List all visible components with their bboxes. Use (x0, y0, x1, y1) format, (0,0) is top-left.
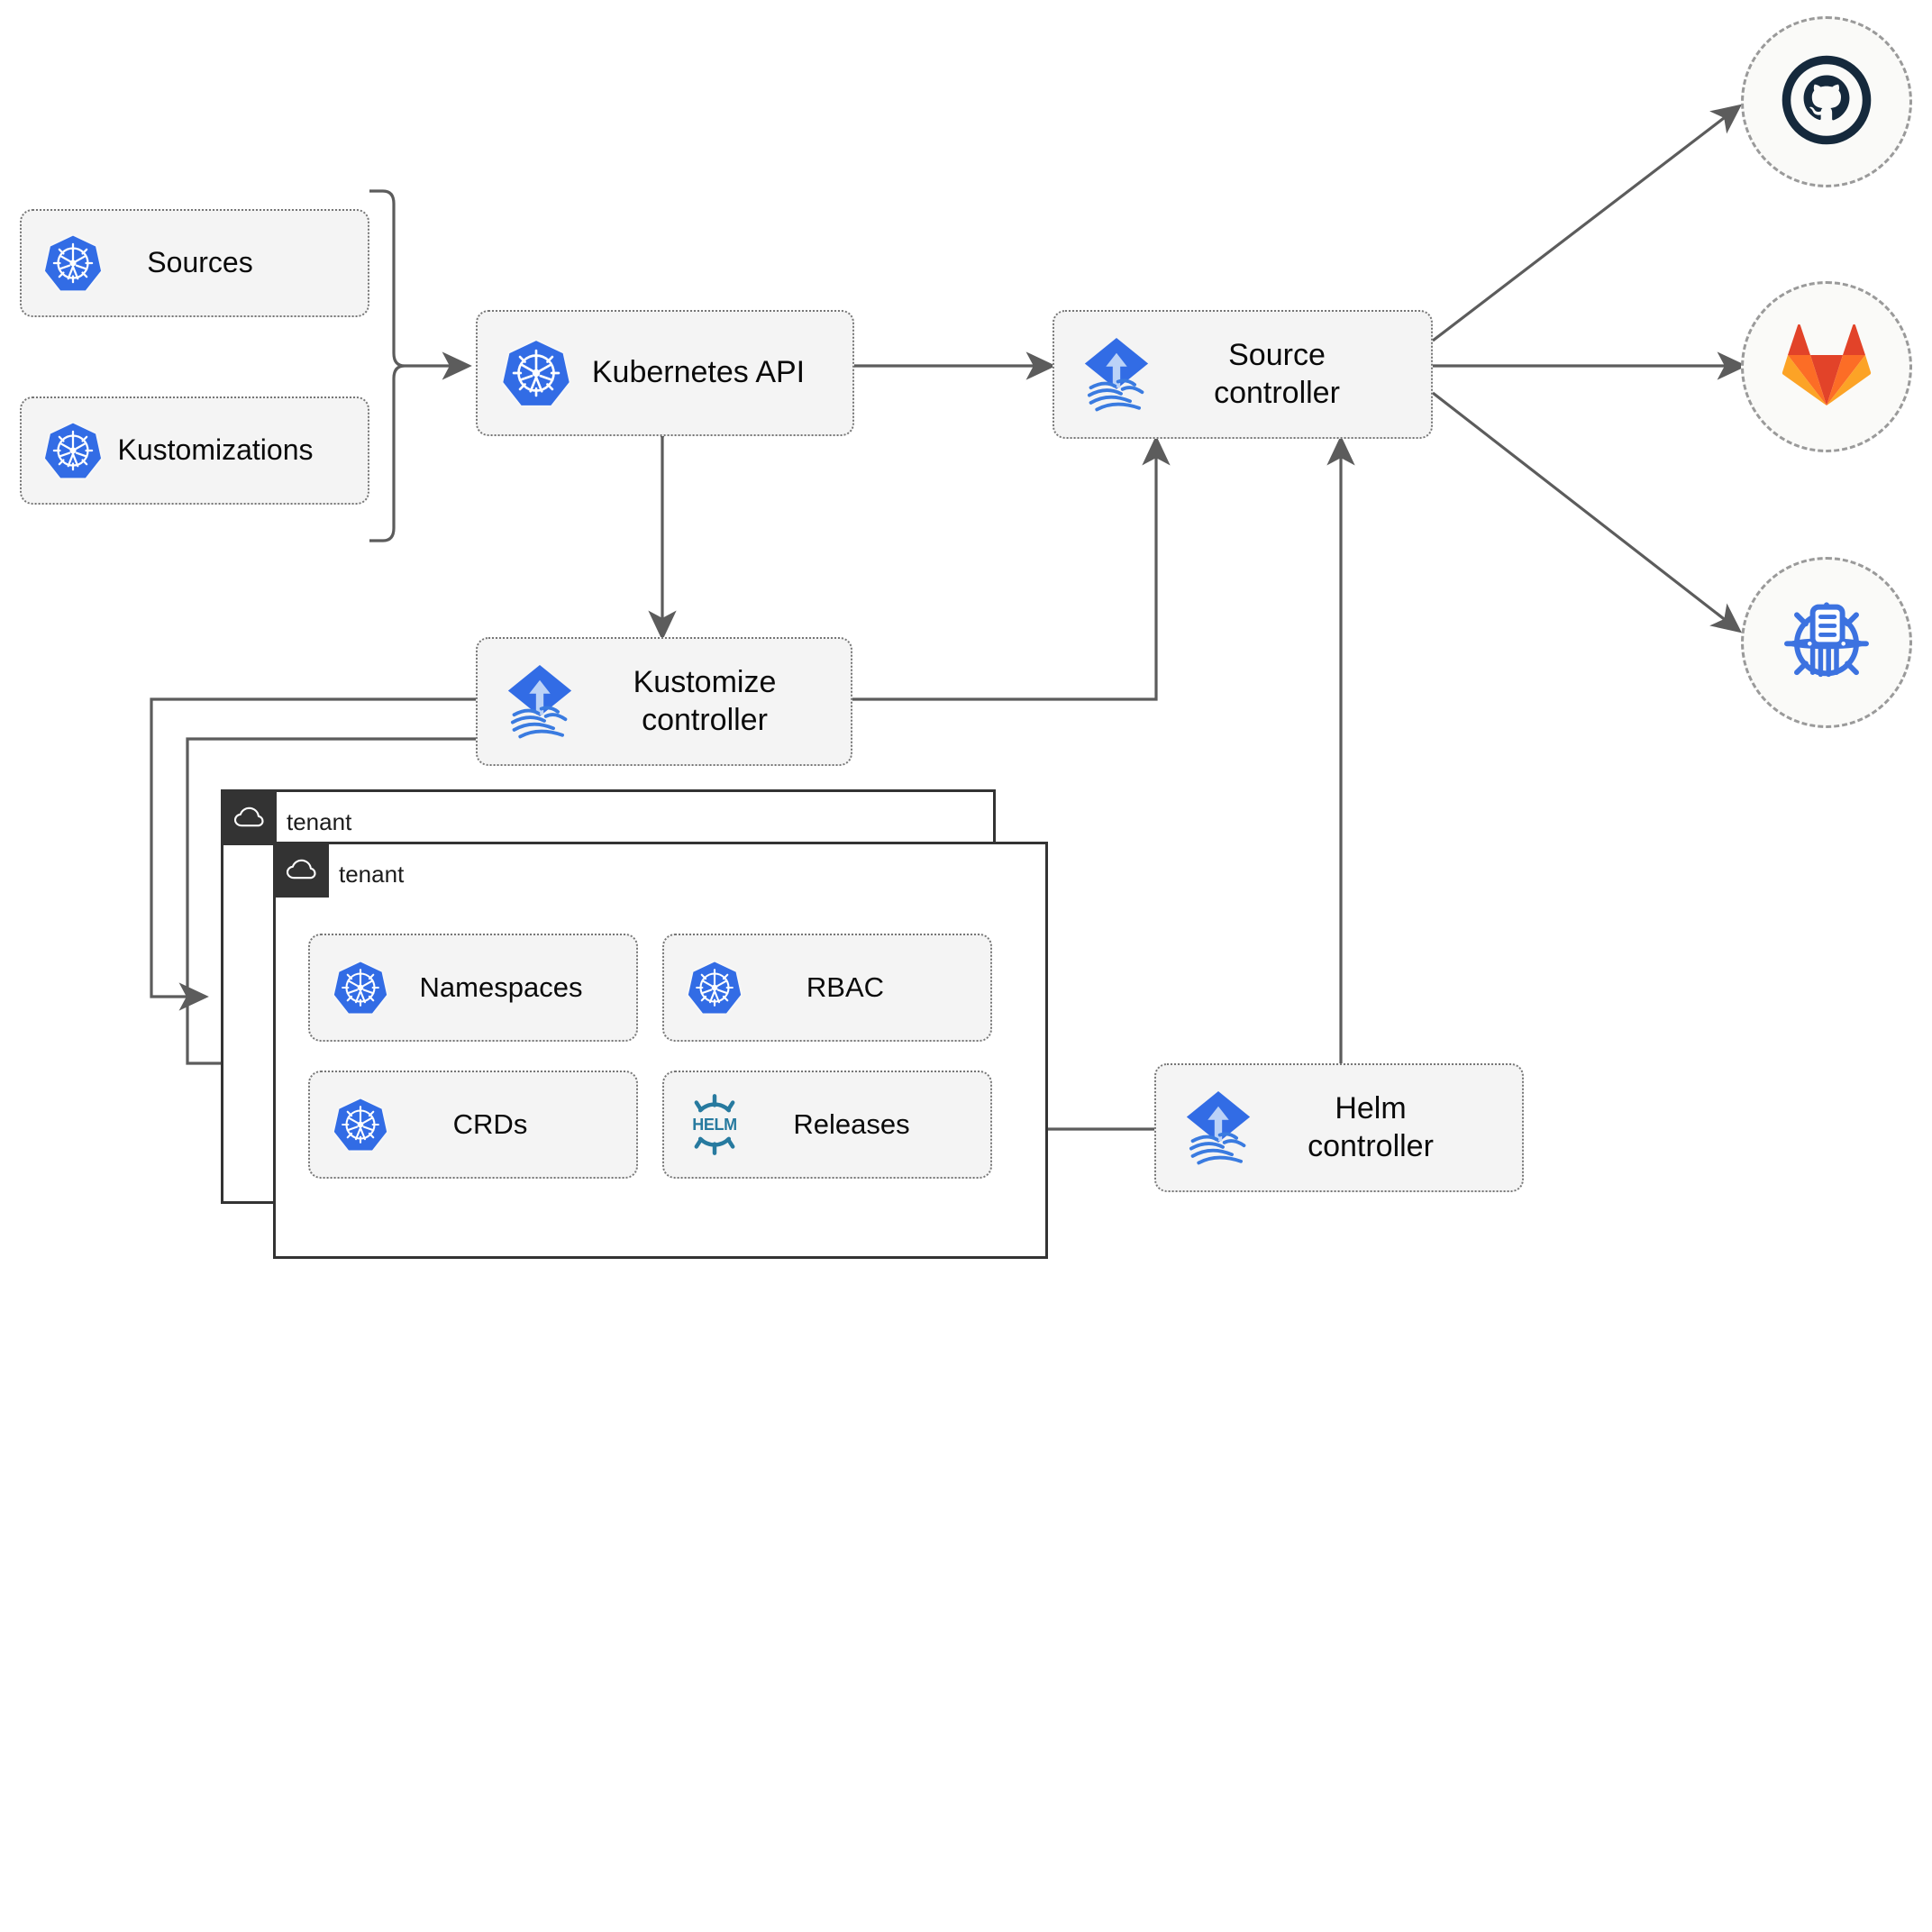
kubernetes-icon (677, 960, 752, 1016)
node-kubernetes-api[interactable]: Kubernetes API (476, 310, 854, 436)
tenant-label-front: tenant (339, 861, 405, 888)
node-label: Releases (793, 1108, 910, 1141)
node-label: RBAC (806, 971, 885, 1004)
node-label: Sources (147, 246, 253, 279)
kubernetes-icon (323, 960, 398, 1016)
node-source-controller[interactable]: Source controller (1053, 310, 1433, 439)
helm-icon: HELM (677, 1092, 752, 1157)
flux-icon (1171, 1087, 1266, 1170)
kubernetes-icon (323, 1097, 398, 1153)
node-label: Helm controller (1308, 1091, 1434, 1163)
edge-source-github (1432, 104, 1743, 342)
node-label: Kustomizations (117, 433, 314, 467)
kubernetes-icon (34, 233, 112, 293)
tenant-label-back: tenant (287, 808, 352, 835)
tenant-tab-front (273, 842, 329, 898)
ext-gitlab[interactable] (1741, 281, 1912, 452)
github-icon (1779, 52, 1874, 152)
kubernetes-icon (34, 421, 112, 480)
node-label: CRDs (452, 1108, 528, 1141)
node-kustomizations[interactable]: Kustomizations (20, 396, 369, 505)
tenant-tab-back (221, 789, 277, 845)
node-releases[interactable]: HELM Releases (662, 1071, 992, 1179)
svg-text:HELM: HELM (692, 1116, 737, 1134)
ext-github[interactable] (1741, 16, 1912, 187)
edge-kustomize-source (852, 435, 1171, 701)
cloud-icon (221, 807, 277, 828)
node-namespaces[interactable]: Namespaces (308, 934, 638, 1042)
kubernetes-icon (492, 338, 580, 408)
edge-source-bucket (1432, 391, 1743, 633)
node-label: Kustomize controller (633, 665, 777, 737)
flux-icon (1069, 333, 1164, 416)
node-label: Source controller (1214, 338, 1340, 410)
cloud-icon (273, 859, 329, 880)
node-rbac[interactable]: RBAC (662, 934, 992, 1042)
node-helm-controller[interactable]: Helm controller (1154, 1063, 1524, 1192)
node-crds[interactable]: CRDs (308, 1071, 638, 1179)
node-sources[interactable]: Sources (20, 209, 369, 317)
node-kustomize-controller[interactable]: Kustomize controller (476, 637, 852, 766)
helm-repository-icon (1777, 591, 1876, 695)
ext-helm-repository[interactable] (1741, 557, 1912, 728)
edge-bracket (369, 189, 406, 542)
node-label: Namespaces (419, 971, 583, 1004)
node-label: Kubernetes API (591, 355, 806, 390)
tenant-frame-front: tenant (273, 842, 1048, 1259)
gitlab-icon (1782, 323, 1872, 412)
flux-icon (492, 661, 588, 743)
